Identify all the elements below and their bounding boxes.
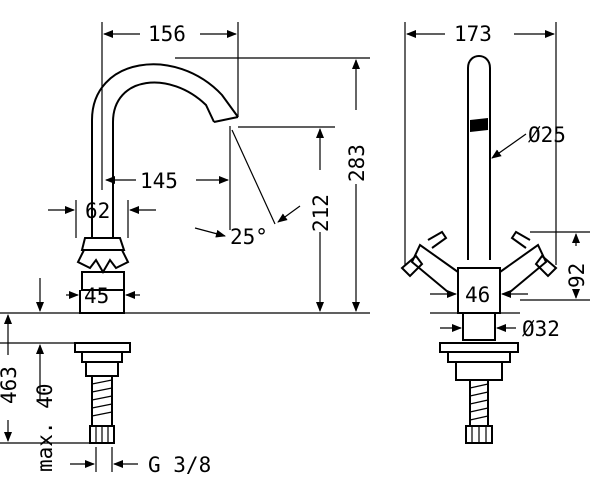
cross-handle-top: [80, 237, 126, 251]
dim-handle-width-label: 62: [85, 199, 110, 223]
dim-spout-height-label: 212: [309, 194, 333, 232]
dim-counter-depth: 463: [0, 314, 21, 442]
dim-base-diameter: 45: [36, 278, 140, 400]
side-connector-nut: [465, 425, 493, 444]
dim-spout-diameter: Ø25: [491, 123, 566, 159]
dim-spout-reach: 156: [101, 22, 239, 190]
dim-counter-depth-label: 463: [0, 366, 21, 404]
side-base: [462, 313, 496, 341]
threaded-shank: [91, 376, 113, 426]
cross-handle-arms: [76, 249, 130, 274]
dim-side-width: 173: [404, 22, 557, 265]
side-nut-flats: [471, 426, 487, 443]
side-handle-left-top: [427, 230, 448, 249]
connector-nut: [89, 425, 115, 444]
dim-handle-height-label: 92: [565, 263, 589, 288]
dim-max-thickness-label: max. 40: [33, 383, 57, 472]
side-handle-right-end: [534, 254, 558, 278]
dim-thread: G 3/8: [70, 447, 211, 477]
dim-side-base-diameter-label: Ø32: [522, 317, 560, 341]
mount-nut: [74, 342, 131, 353]
dim-base-diameter-label: 45: [84, 284, 109, 308]
dim-thread-label: G 3/8: [148, 453, 211, 477]
dim-spout-to-axis-label: 145: [140, 169, 178, 193]
dim-handle-height: 92: [520, 231, 590, 301]
side-handle-right: [499, 243, 548, 293]
dim-spout-to-axis: 145: [105, 126, 231, 230]
dim-spout-diameter-label: Ø25: [528, 123, 566, 147]
side-handle-left: [410, 243, 459, 293]
dim-side-base-diameter: Ø32: [440, 317, 560, 341]
dim-angle: 25°: [194, 129, 301, 249]
dim-side-width-label: 173: [454, 22, 492, 46]
dim-spout-reach-label: 156: [148, 22, 186, 46]
side-mount-flange: [455, 362, 503, 381]
side-view-faucet: [400, 55, 558, 444]
side-mount-nut: [439, 342, 519, 353]
spout-inner: [112, 81, 215, 195]
spout-tip: [213, 116, 239, 123]
mount-washer: [81, 352, 123, 363]
front-view-faucet: [74, 63, 239, 444]
side-aerator-mark: [470, 118, 488, 132]
thread-lines: [91, 379, 113, 417]
spout-outer: [91, 63, 239, 195]
dim-max-thickness: max. 40: [33, 383, 57, 472]
side-mount-washer: [447, 352, 511, 363]
dim-total-height: 283: [175, 57, 370, 312]
nut-flats: [95, 426, 109, 443]
dim-angle-label: 25°: [230, 225, 268, 249]
dim-side-body: 46: [430, 283, 528, 307]
mount-flange: [85, 362, 119, 377]
body-stem: [91, 195, 114, 238]
dim-handle-width: 62: [48, 199, 156, 238]
dim-side-body-label: 46: [465, 283, 490, 307]
side-thread-lines: [469, 383, 489, 421]
side-spout-riser: [467, 55, 491, 260]
side-handle-right-top: [510, 230, 531, 249]
dim-total-height-label: 283: [345, 144, 369, 182]
side-handle-left-end: [400, 254, 424, 278]
dim-spout-height: 212: [238, 126, 335, 312]
